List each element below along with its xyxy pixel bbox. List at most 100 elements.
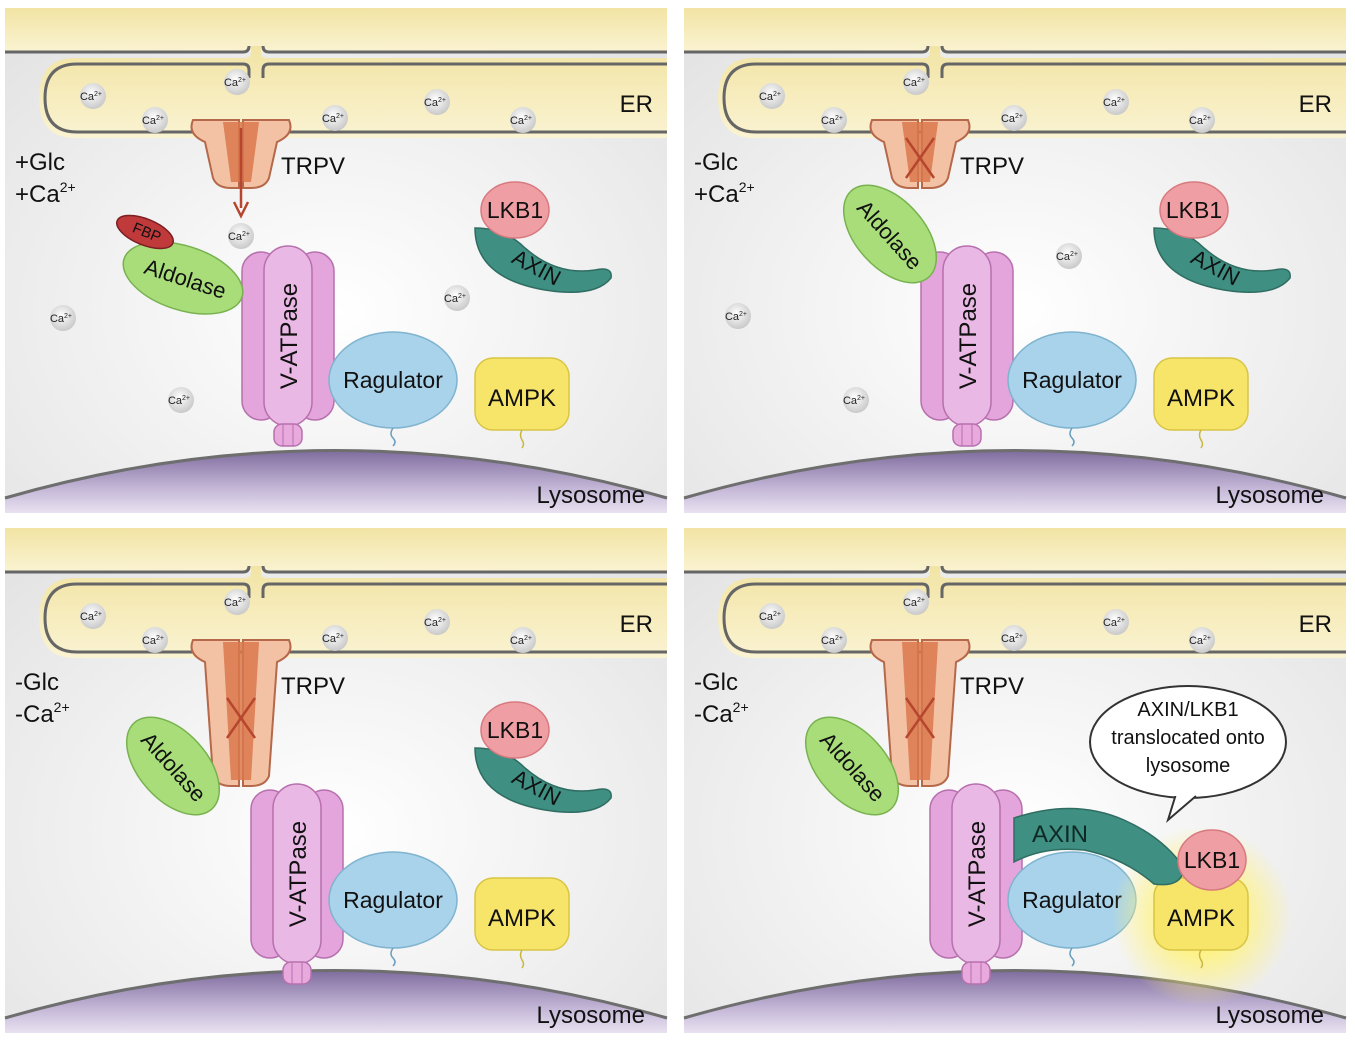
trpv-channel xyxy=(190,639,292,787)
panel-p1: ER Lysosome Ca2+ Ca2+ Ca2+ Ca2+ Ca2+ Ca2+ Ca2+ Ca… xyxy=(3,6,669,515)
calcium-ion: Ca2+ xyxy=(424,609,450,635)
aldolase xyxy=(125,716,221,816)
calcium-ion: Ca2+ xyxy=(1189,627,1215,653)
callout-line-2: translocated onto xyxy=(1111,727,1264,749)
calcium-ion: Ca2+ xyxy=(821,627,847,653)
ampk xyxy=(1153,357,1249,449)
trpv-channel xyxy=(869,639,971,787)
calcium-ion: Ca2+ xyxy=(50,305,76,331)
er-label: ER xyxy=(1299,611,1332,638)
er-label: ER xyxy=(620,91,653,118)
lkb1-label: LKB1 xyxy=(1166,197,1222,223)
lkb1 xyxy=(480,701,550,759)
trpv-channel xyxy=(869,119,971,189)
v-atpase-label: V-ATPase xyxy=(285,821,312,927)
fbp xyxy=(116,214,174,250)
calcium-ion: Ca2+ xyxy=(1001,625,1027,651)
ragulator-label: Ragulator xyxy=(1022,367,1122,393)
lkb1-label: LKB1 xyxy=(487,717,543,743)
trpv-label: TRPV xyxy=(281,673,345,700)
lkb1 xyxy=(1159,181,1229,239)
trpv-label: TRPV xyxy=(960,153,1024,180)
ampk-label: AMPK xyxy=(1167,385,1235,412)
calcium-ion: Ca2+ xyxy=(1001,105,1027,131)
axin-label: AXIN xyxy=(1032,821,1088,848)
lkb1-label: LKB1 xyxy=(487,197,543,223)
calcium-ion: Ca2+ xyxy=(510,627,536,653)
condition-glucose: -Glc xyxy=(694,149,738,176)
lkb1 xyxy=(480,181,550,239)
calcium-ion: Ca2+ xyxy=(424,89,450,115)
er-label: ER xyxy=(620,611,653,638)
ragulator-label: Ragulator xyxy=(343,887,443,913)
calcium-ion: Ca2+ xyxy=(1103,89,1129,115)
panels-container: ERLysosomeCa2+Ca2+Ca2+Ca2+Ca2+Ca2+Ca2+Ca… xyxy=(3,6,1348,1035)
calcium-ion: Ca2+ xyxy=(80,603,106,629)
axin xyxy=(1153,227,1291,293)
calcium-ion: Ca2+ xyxy=(759,83,785,109)
ampk-label: AMPK xyxy=(1167,905,1235,932)
ampk xyxy=(474,357,570,449)
lysosome-label: Lysosome xyxy=(1216,482,1325,509)
v-atpase-label: V-ATPase xyxy=(955,283,982,389)
ragulator-label: Ragulator xyxy=(343,367,443,393)
calcium-ion: Ca2+ xyxy=(228,223,254,249)
condition-glucose: -Glc xyxy=(694,669,738,696)
calcium-ion: Ca2+ xyxy=(510,107,536,133)
ragulator xyxy=(328,331,458,447)
panel-p3: ER Lysosome Ca2+ Ca2+ Ca2+ Ca2+ Ca2+ Ca2+ -Glc -C… xyxy=(3,526,669,1035)
translocation-callout xyxy=(1089,685,1287,824)
ampk-label: AMPK xyxy=(488,905,556,932)
calcium-ion: Ca2+ xyxy=(903,589,929,615)
lysosome-label: Lysosome xyxy=(537,1002,646,1029)
calcium-ion: Ca2+ xyxy=(224,69,250,95)
v-atpase xyxy=(241,245,335,447)
calcium-ion: Ca2+ xyxy=(1103,609,1129,635)
aldolase xyxy=(122,241,244,315)
ampk-label: AMPK xyxy=(488,385,556,412)
calcium-ion: Ca2+ xyxy=(142,107,168,133)
ragulator xyxy=(328,851,458,967)
calcium-ion: Ca2+ xyxy=(759,603,785,629)
v-atpase xyxy=(920,245,1014,447)
lysosome-label: Lysosome xyxy=(537,482,646,509)
calcium-ion: Ca2+ xyxy=(322,105,348,131)
axin xyxy=(1013,807,1185,886)
calcium-ion: Ca2+ xyxy=(168,387,194,413)
condition-calcium: -Ca2+ xyxy=(15,699,70,728)
lysosome-label: Lysosome xyxy=(1216,1002,1325,1029)
trpv-label: TRPV xyxy=(960,673,1024,700)
calcium-ion: Ca2+ xyxy=(80,83,106,109)
axin xyxy=(474,747,612,813)
ampk xyxy=(1153,877,1249,969)
calcium-ion: Ca2+ xyxy=(843,387,869,413)
calcium-ion: Ca2+ xyxy=(224,589,250,615)
lkb1 xyxy=(1177,829,1247,891)
ragulator xyxy=(1007,331,1137,447)
trpv-channel xyxy=(190,119,292,219)
calcium-ion: Ca2+ xyxy=(444,285,470,311)
aldolase xyxy=(842,184,938,284)
axin xyxy=(474,227,612,293)
panel-p4: ERLysosomeCa2+Ca2+Ca2+Ca2+Ca2+Ca2+-Glc-C… xyxy=(682,526,1348,1035)
callout-line-3: lysosome xyxy=(1146,755,1230,777)
calcium-ion: Ca2+ xyxy=(142,627,168,653)
trpv-label: TRPV xyxy=(281,153,345,180)
ragulator-label: Ragulator xyxy=(1022,887,1122,913)
ampk xyxy=(474,877,570,969)
v-atpase xyxy=(929,783,1023,985)
calcium-ion: Ca2+ xyxy=(322,625,348,651)
calcium-ion: Ca2+ xyxy=(821,107,847,133)
lkb1-label: LKB1 xyxy=(1184,847,1240,873)
v-atpase xyxy=(250,783,344,985)
v-atpase-label: V-ATPase xyxy=(964,821,991,927)
calcium-ion: Ca2+ xyxy=(725,303,751,329)
er-label: ER xyxy=(1299,91,1332,118)
calcium-ion: Ca2+ xyxy=(1189,107,1215,133)
aldolase xyxy=(804,716,900,816)
v-atpase-label: V-ATPase xyxy=(276,283,303,389)
callout-line-1: AXIN/LKB1 xyxy=(1137,699,1238,721)
calcium-ion: Ca2+ xyxy=(1056,243,1082,269)
condition-glucose: -Glc xyxy=(15,669,59,696)
